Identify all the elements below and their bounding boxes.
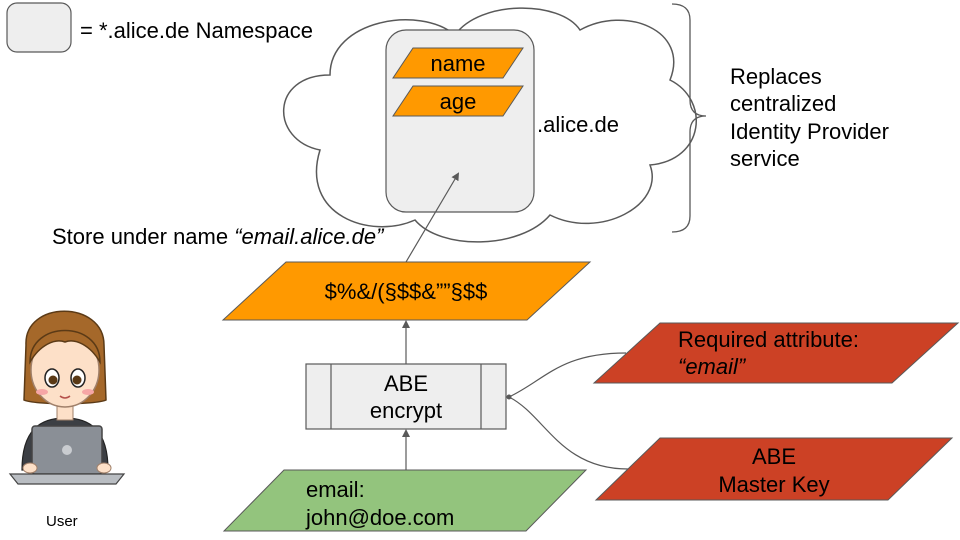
required-attr-shape bbox=[592, 322, 960, 384]
legend: = *.alice.de Namespace bbox=[6, 2, 313, 53]
master-key-line-1: ABE bbox=[752, 444, 796, 469]
replaces-line-1: Replaces bbox=[730, 64, 822, 89]
plaintext-line-1: email: bbox=[306, 477, 365, 502]
replaces-line-4: service bbox=[730, 146, 800, 171]
abe-encrypt-box: ABE encrypt bbox=[305, 363, 507, 430]
right-brace bbox=[671, 3, 707, 233]
abe-encrypt-line-1: ABE bbox=[384, 371, 428, 396]
replaces-text: Replaces centralized Identity Provider s… bbox=[730, 64, 889, 171]
user-avatar bbox=[8, 310, 126, 485]
record-name-shape bbox=[392, 47, 524, 79]
store-label-name: “email.alice.de” bbox=[234, 224, 385, 249]
store-label-prefix: Store under name bbox=[52, 224, 234, 249]
master-key-line-2: Master Key bbox=[718, 472, 829, 497]
store-label: Store under name “email.alice.de” bbox=[52, 224, 385, 249]
cloud-label: .alice.de bbox=[537, 112, 619, 137]
ciphertext-label: $%&/(§$$&””§$$ bbox=[325, 279, 488, 304]
arrow-store bbox=[405, 172, 460, 263]
connector-master-key bbox=[508, 396, 629, 470]
master-key-shape bbox=[594, 437, 954, 501]
required-attr-line-1: Required attribute: bbox=[678, 327, 859, 352]
legend-text: = *.alice.de Namespace bbox=[80, 18, 313, 43]
plaintext-line-2: john@doe.com bbox=[305, 505, 454, 530]
required-attr-line-2: “email” bbox=[678, 354, 747, 379]
record-age-label: age bbox=[440, 89, 477, 114]
plaintext-shape bbox=[222, 469, 588, 532]
ciphertext-shape bbox=[221, 261, 592, 321]
record-name-label: name bbox=[430, 51, 485, 76]
connector-required-attr bbox=[506, 352, 627, 400]
replaces-line-3: Identity Provider bbox=[730, 119, 889, 144]
replaces-line-2: centralized bbox=[730, 91, 836, 116]
record-age-shape bbox=[392, 85, 524, 117]
user-label: User bbox=[46, 513, 78, 530]
legend-swatch bbox=[6, 2, 72, 53]
abe-encrypt-line-2: encrypt bbox=[370, 398, 442, 423]
